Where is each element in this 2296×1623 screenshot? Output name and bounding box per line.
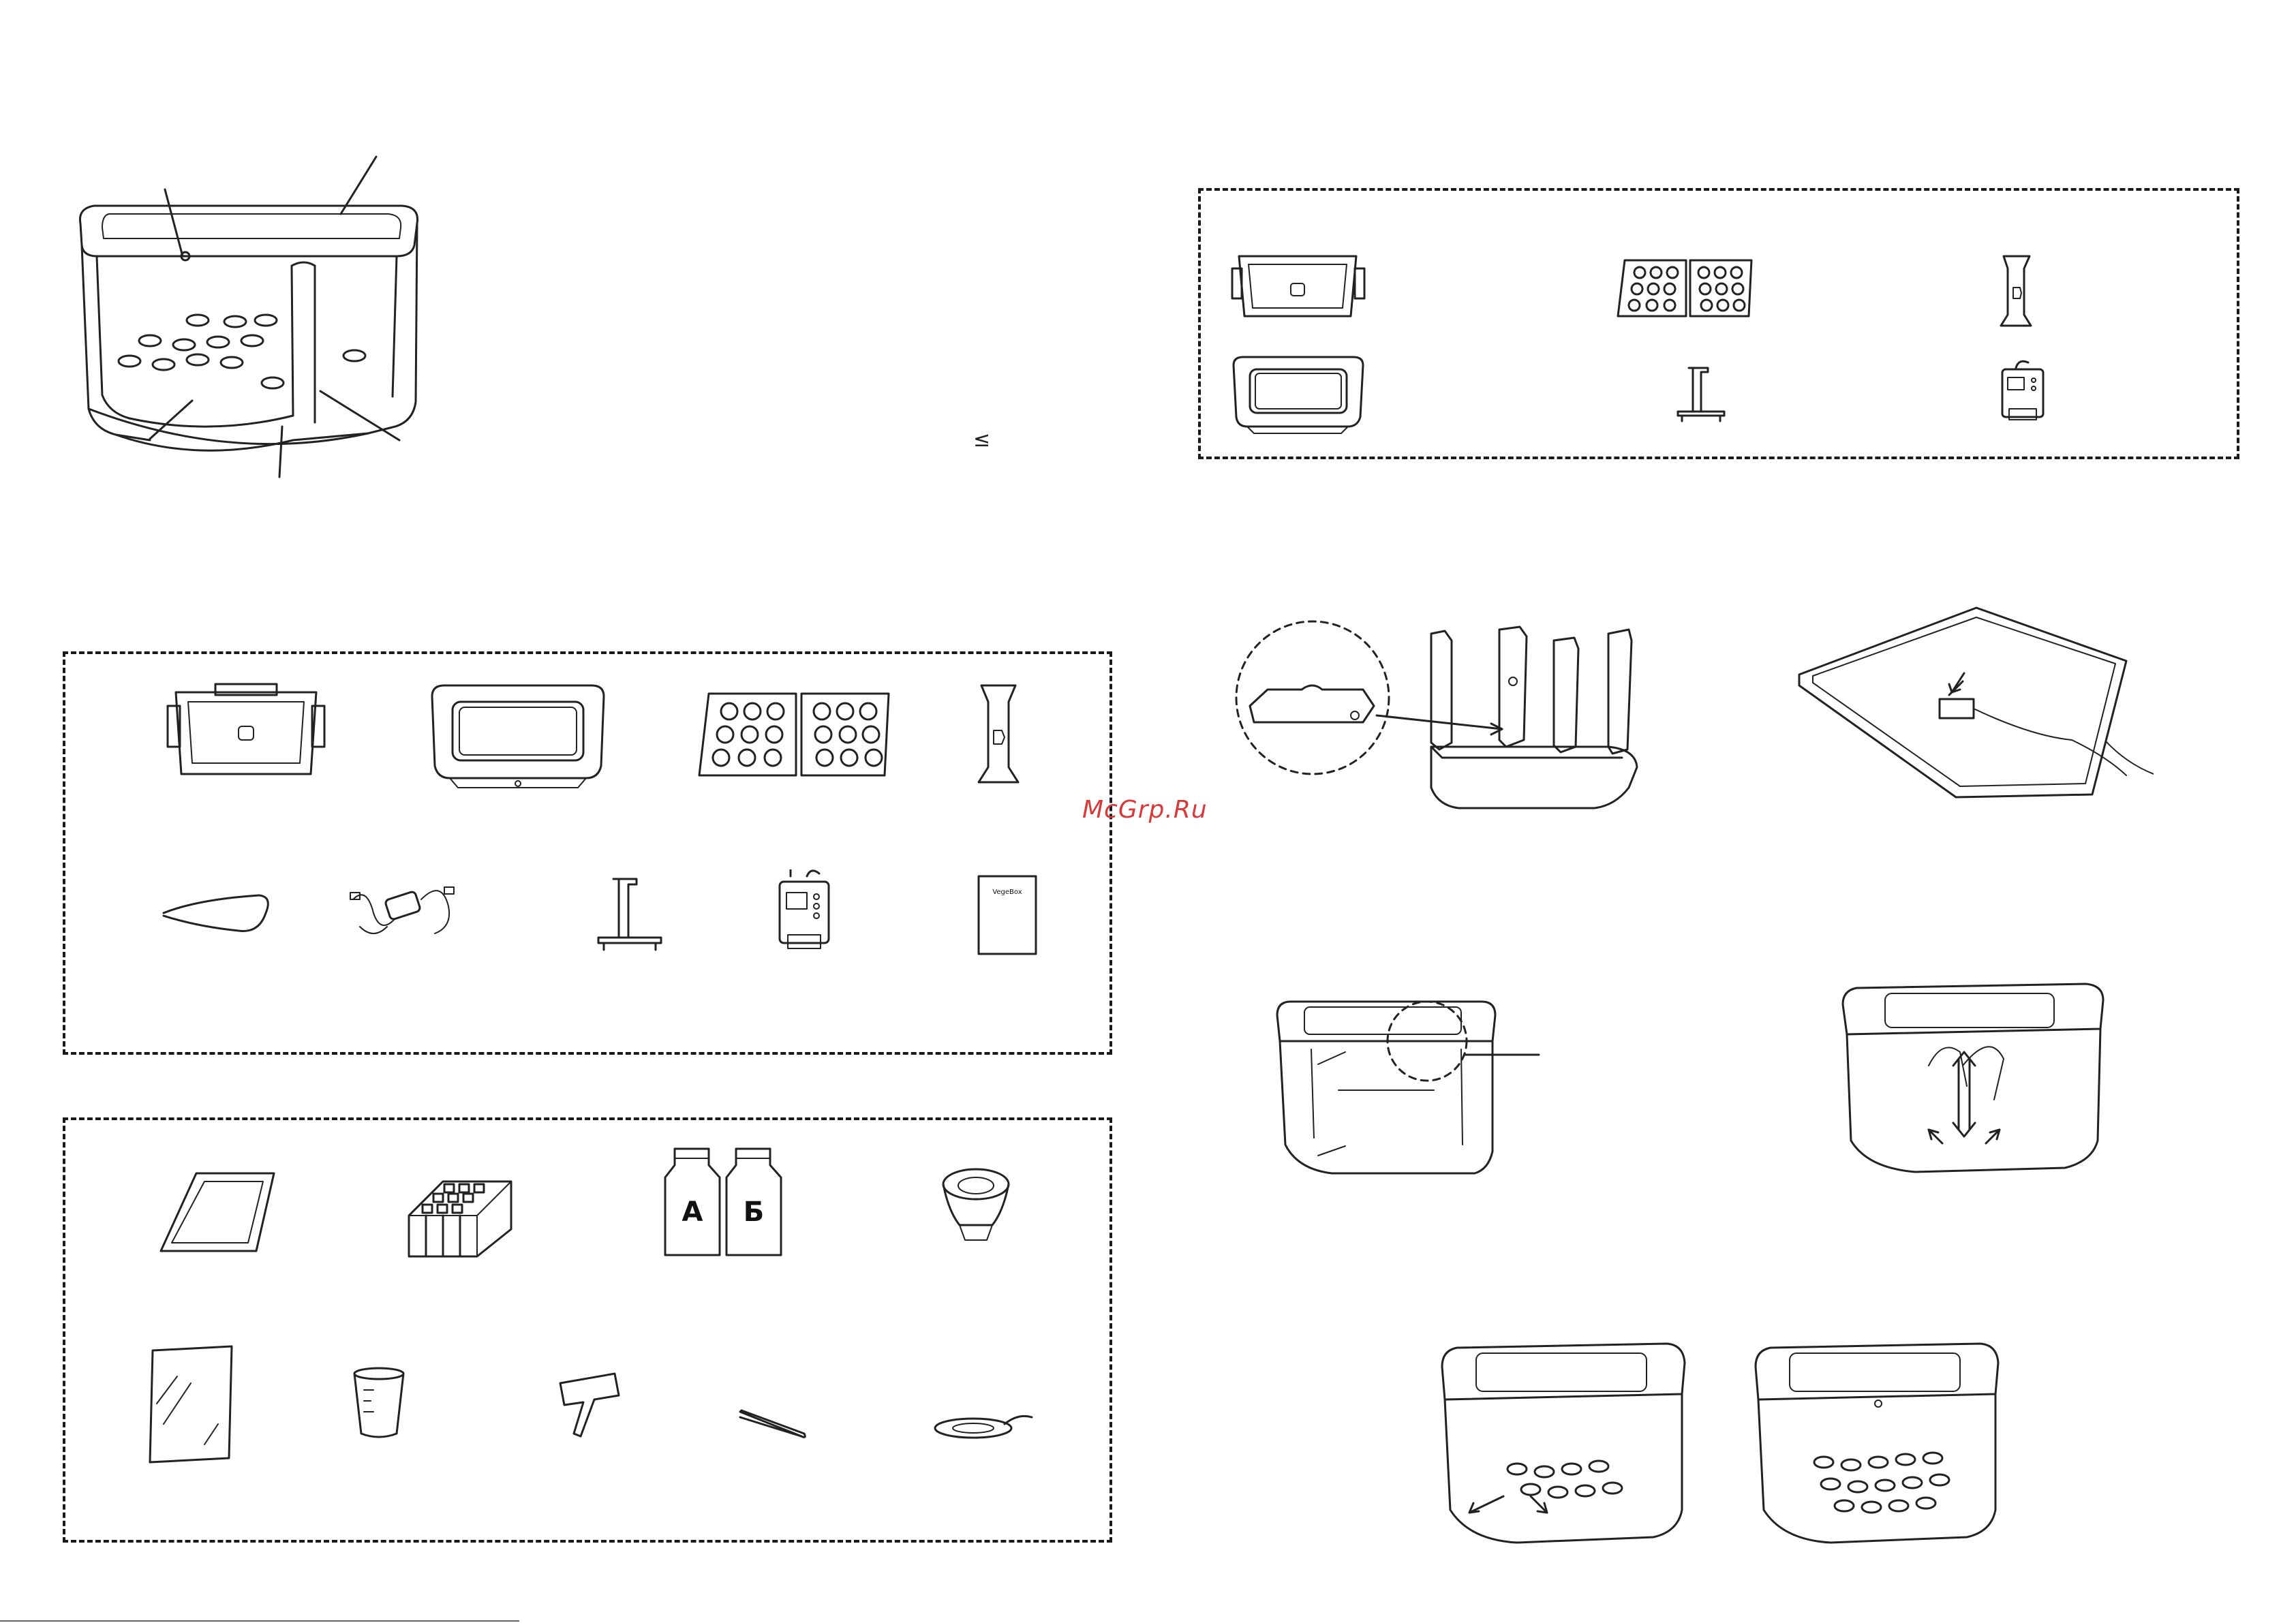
bottle-label-b: Б bbox=[744, 1196, 765, 1228]
spare-controller bbox=[1995, 358, 2050, 433]
manual-item: VegeBox bbox=[973, 872, 1041, 961]
tweezers-item bbox=[733, 1404, 815, 1444]
saucer-item bbox=[930, 1404, 1039, 1451]
power-adapter-item bbox=[346, 872, 462, 947]
manual-cover-text: VegeBox bbox=[992, 888, 1022, 896]
drip-tray-item bbox=[154, 1166, 284, 1262]
pillar-item bbox=[968, 679, 1029, 794]
less-equal-symbol: ≤ bbox=[973, 428, 990, 452]
plant-marker-item bbox=[553, 1368, 628, 1443]
sponge-block-item bbox=[402, 1175, 518, 1263]
watermark: McGrp.Ru bbox=[1082, 796, 1208, 824]
leader-lines bbox=[136, 382, 423, 491]
assembled-box-illustration bbox=[1749, 1333, 2008, 1551]
spare-seed-trays bbox=[1615, 256, 1758, 322]
spare-tray-frame bbox=[1227, 248, 1370, 330]
tray-frame-item bbox=[161, 679, 331, 788]
lid-install-illustration bbox=[1270, 988, 1557, 1186]
nutrient-bottles-item: А Б bbox=[661, 1142, 791, 1265]
top-frame-controller-illustration bbox=[1786, 593, 2154, 811]
spare-lamp-stand bbox=[1674, 364, 1728, 425]
insert-trays-illustration bbox=[1435, 1333, 1694, 1551]
seed-cup-item bbox=[935, 1164, 1017, 1252]
seed-trays-item bbox=[695, 688, 893, 784]
spare-lid bbox=[1227, 352, 1370, 440]
bag-item bbox=[143, 1342, 245, 1465]
controller-item bbox=[770, 869, 838, 965]
spare-pillar bbox=[1993, 252, 2040, 334]
base-assembly-illustration bbox=[1227, 613, 1663, 824]
lift-lid-illustration bbox=[1833, 963, 2119, 1181]
lamp-stand-item bbox=[593, 872, 668, 954]
tube-item bbox=[157, 886, 279, 940]
bottom-rule bbox=[0, 1620, 519, 1622]
bottle-label-a: А bbox=[682, 1196, 703, 1228]
measuring-cup-item bbox=[349, 1363, 410, 1444]
lid-item bbox=[423, 679, 613, 794]
